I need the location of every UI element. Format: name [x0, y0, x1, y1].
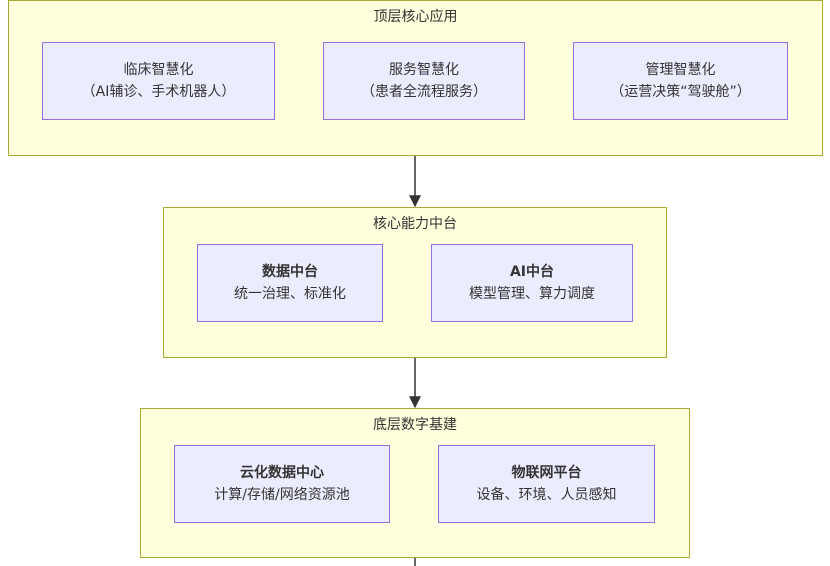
node-ai-platform[interactable]: AI中台 模型管理、算力调度 — [431, 244, 633, 322]
node-data-platform-title: 数据中台 — [262, 264, 318, 280]
node-clinical-desc: （AI辅诊、手术机器人） — [81, 84, 236, 100]
node-iot-platform[interactable]: 物联网平台 设备、环境、人员感知 — [438, 445, 655, 523]
node-cloud-title: 云化数据中心 — [240, 465, 324, 481]
node-ai-platform-title: AI中台 — [509, 264, 555, 280]
layer-top-title: 顶层核心应用 — [373, 9, 458, 25]
node-service-intelligence[interactable]: 服务智慧化 （患者全流程服务） — [323, 42, 525, 120]
node-service-desc: （患者全流程服务） — [361, 84, 487, 100]
node-clinical-intelligence[interactable]: 临床智慧化 （AI辅诊、手术机器人） — [42, 42, 275, 120]
node-clinical-title: 临床智慧化 — [123, 62, 194, 78]
node-cloud-data-center[interactable]: 云化数据中心 计算/存储/网络资源池 — [174, 445, 390, 523]
node-management-intelligence[interactable]: 管理智慧化 （运营决策“驾驶舱”） — [573, 42, 788, 120]
layer-middle-title: 核心能力中台 — [373, 216, 457, 232]
node-data-platform-desc: 统一治理、标准化 — [234, 286, 346, 302]
node-service-title: 服务智慧化 — [389, 62, 459, 78]
node-iot-title: 物联网平台 — [511, 465, 582, 481]
node-data-platform[interactable]: 数据中台 统一治理、标准化 — [197, 244, 383, 322]
layer-bottom-title: 底层数字基建 — [373, 417, 457, 433]
node-cloud-desc: 计算/存储/网络资源池 — [214, 487, 350, 503]
node-iot-desc: 设备、环境、人员感知 — [476, 487, 617, 503]
node-management-desc: （运营决策“驾驶舱”） — [610, 84, 751, 100]
node-management-title: 管理智慧化 — [645, 62, 716, 78]
node-ai-platform-desc: 模型管理、算力调度 — [469, 286, 595, 302]
